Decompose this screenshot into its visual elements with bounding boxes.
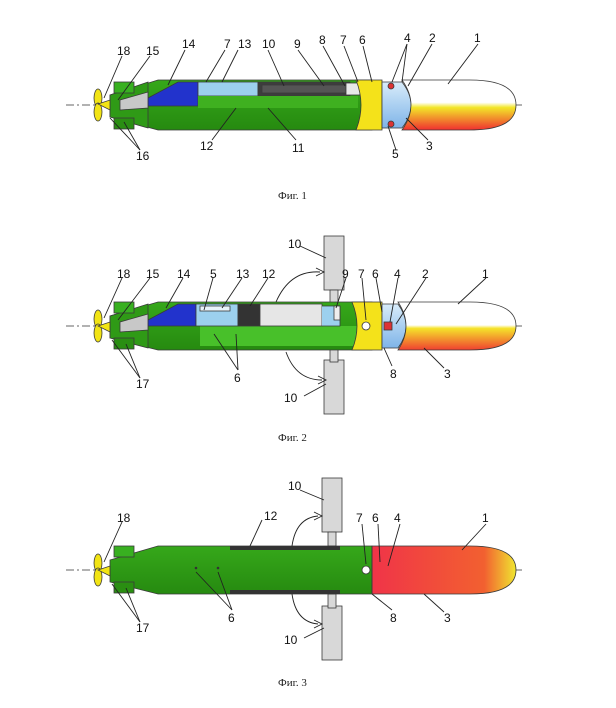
deploy-arrow-lower bbox=[291, 593, 319, 625]
label-7: 7 bbox=[224, 37, 231, 51]
caption-fig-3: Фиг. 3 bbox=[278, 677, 307, 689]
wing-upper-10 bbox=[323, 235, 345, 291]
wing-slot-12 bbox=[230, 590, 340, 594]
nose-cone bbox=[401, 79, 517, 131]
label-4: 4 bbox=[404, 31, 411, 45]
deploy-arrow-upper bbox=[291, 515, 319, 547]
label-5: 5 bbox=[392, 147, 399, 161]
label-2: 2 bbox=[429, 31, 436, 45]
label-17: 17 bbox=[136, 377, 150, 391]
wing-lower-10 bbox=[321, 605, 343, 661]
leader-lines bbox=[103, 245, 487, 397]
label-3: 3 bbox=[444, 611, 451, 625]
label-18: 18 bbox=[117, 267, 131, 281]
label-8: 8 bbox=[390, 611, 397, 625]
caption-fig-2: Фиг. 2 bbox=[278, 432, 307, 444]
label-10: 10 bbox=[288, 479, 302, 493]
dome-bubble bbox=[381, 81, 412, 129]
stabilizer-fin bbox=[113, 81, 135, 94]
label-6: 6 bbox=[372, 267, 379, 281]
label-10: 10 bbox=[262, 37, 276, 51]
figure-1: 18 15 14 7 13 10 9 8 7 6 4 2 1 16 12 11 … bbox=[66, 31, 522, 202]
motor-gray bbox=[119, 313, 149, 333]
label-5: 5 bbox=[210, 267, 217, 281]
dark-block-12 bbox=[237, 303, 261, 327]
stabilizer-fin bbox=[113, 545, 135, 558]
label-6: 6 bbox=[372, 511, 379, 525]
propeller bbox=[93, 553, 111, 587]
hull-body bbox=[109, 545, 373, 595]
label-7b: 7 bbox=[340, 33, 347, 47]
label-6b: 6 bbox=[228, 611, 235, 625]
label-4: 4 bbox=[394, 511, 401, 525]
label-7: 7 bbox=[358, 267, 365, 281]
label-18: 18 bbox=[117, 511, 131, 525]
label-14: 14 bbox=[182, 37, 196, 51]
label-8: 8 bbox=[390, 367, 397, 381]
label-7: 7 bbox=[356, 511, 363, 525]
label-1: 1 bbox=[482, 267, 489, 281]
leader-lines bbox=[103, 489, 487, 639]
stabilizer-fin bbox=[113, 301, 135, 314]
wing-slot-12 bbox=[230, 546, 340, 550]
figure-2: 10 18 15 14 5 13 12 9 7 6 4 2 1 17 6 8 3… bbox=[66, 235, 522, 444]
stabilizer-fin bbox=[113, 337, 135, 350]
label-18: 18 bbox=[117, 44, 131, 58]
label-1: 1 bbox=[482, 511, 489, 525]
label-11: 11 bbox=[292, 141, 305, 155]
panel-13 bbox=[197, 81, 259, 97]
label-4: 4 bbox=[394, 267, 401, 281]
nose-cone bbox=[397, 301, 517, 351]
label-15: 15 bbox=[146, 267, 160, 281]
label-12: 12 bbox=[200, 139, 214, 153]
label-13: 13 bbox=[238, 37, 252, 51]
label-10b: 10 bbox=[284, 633, 298, 647]
wing-upper-10 bbox=[321, 477, 343, 533]
label-6b: 6 bbox=[234, 371, 241, 385]
stabilizer-fin bbox=[113, 117, 135, 130]
part-numbers: 10 18 15 14 5 13 12 9 7 6 4 2 1 17 6 8 3… bbox=[117, 237, 489, 405]
figure-3: 10 18 12 7 6 4 1 17 6 8 3 10 Фиг. 3 bbox=[66, 477, 522, 689]
part-numbers: 10 18 12 7 6 4 1 17 6 8 3 10 bbox=[117, 479, 489, 647]
deploy-arrow-lower bbox=[285, 351, 323, 381]
label-1: 1 bbox=[474, 31, 481, 45]
label-10b: 10 bbox=[284, 391, 298, 405]
hull-lower-band bbox=[200, 326, 370, 346]
wing-lower-10 bbox=[323, 359, 345, 415]
part-numbers: 18 15 14 7 13 10 9 8 7 6 4 2 1 16 12 11 … bbox=[117, 31, 481, 163]
motor-gray bbox=[119, 91, 149, 111]
label-3: 3 bbox=[426, 139, 433, 153]
deploy-arrow-upper bbox=[275, 271, 321, 303]
label-13: 13 bbox=[236, 267, 250, 281]
hull-lower-band bbox=[198, 96, 358, 108]
label-6: 6 bbox=[359, 33, 366, 47]
label-14: 14 bbox=[177, 267, 191, 281]
wing-compartment bbox=[259, 303, 323, 327]
label-2: 2 bbox=[422, 267, 429, 281]
stabilizer-fin bbox=[113, 581, 135, 594]
label-10: 10 bbox=[288, 237, 302, 251]
label-17: 17 bbox=[136, 621, 150, 635]
leader-lines bbox=[103, 43, 479, 151]
caption-fig-1: Фиг. 1 bbox=[278, 190, 307, 202]
nose-cone bbox=[371, 545, 517, 595]
label-3: 3 bbox=[444, 367, 451, 381]
label-15: 15 bbox=[146, 44, 160, 58]
label-8: 8 bbox=[319, 33, 326, 47]
label-16: 16 bbox=[136, 149, 150, 163]
propeller bbox=[93, 309, 111, 343]
label-12: 12 bbox=[264, 509, 278, 523]
label-9: 9 bbox=[294, 37, 301, 51]
yellow-compartment bbox=[355, 79, 383, 131]
label-9: 9 bbox=[342, 267, 349, 281]
propeller bbox=[93, 88, 111, 122]
label-12: 12 bbox=[262, 267, 276, 281]
